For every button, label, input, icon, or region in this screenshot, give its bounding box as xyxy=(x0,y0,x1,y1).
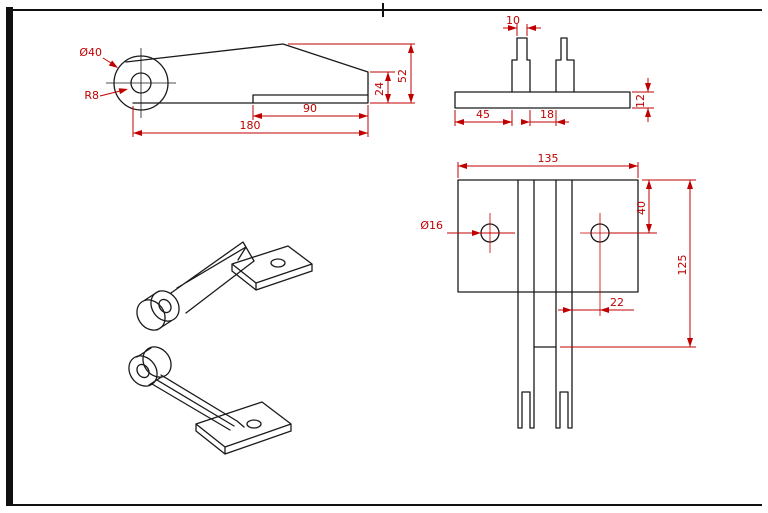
dia16-arrow xyxy=(472,230,481,236)
dim40-arrow-b xyxy=(646,224,652,233)
boss-centerlines xyxy=(106,48,176,118)
dim24-arrow-b xyxy=(385,94,391,103)
dim40-lines xyxy=(610,179,696,234)
dim52-lines xyxy=(288,43,415,104)
dim-label-12: 12 xyxy=(634,94,647,108)
iso-view-2 xyxy=(128,346,292,455)
dia40-arrow xyxy=(108,60,118,68)
dim125-arrow-t xyxy=(687,180,693,189)
dim22-arrow-r xyxy=(600,307,609,313)
dim18-arrow-l xyxy=(521,119,530,125)
dim10-arrow-r xyxy=(527,25,536,31)
dim180-lines xyxy=(132,106,368,137)
dim-label-52: 52 xyxy=(396,69,409,83)
drawing-frame xyxy=(6,3,762,506)
dim-label-r8: R8 xyxy=(84,89,99,102)
iso2-arm xyxy=(136,347,245,431)
iso1-barrel-rear xyxy=(136,299,166,331)
dim125-arrow-b xyxy=(687,338,693,347)
front-small-dimensions: 10 45 18 12 xyxy=(454,14,654,126)
dim45-lines xyxy=(454,110,513,126)
dim180-arrow-l xyxy=(133,130,142,136)
front-view-main: 135 Ø16 40 125 22 xyxy=(420,152,696,429)
dim135-arrow-l xyxy=(458,163,467,169)
dim135-arrow-r xyxy=(629,163,638,169)
dim135-lines xyxy=(457,162,639,178)
r8-arrow xyxy=(118,88,128,95)
dim18-lines xyxy=(529,110,569,126)
dim12-arrow-t xyxy=(645,83,651,92)
dim-label-45: 45 xyxy=(476,108,490,121)
dim90-arrow-l xyxy=(253,113,262,119)
dim-label-135: 135 xyxy=(538,152,559,165)
dim125-lines xyxy=(560,180,696,348)
dim52-arrow-t xyxy=(408,44,414,53)
main-plate xyxy=(457,179,639,293)
dim45-arrow-l xyxy=(455,119,464,125)
dim12-arrow-b xyxy=(645,108,651,117)
side-view: Ø40 R8 90 180 52 24 xyxy=(79,43,415,137)
dim18-arrow-r xyxy=(556,119,565,125)
prongs-outline xyxy=(511,37,575,93)
dim90-lines xyxy=(252,105,369,137)
dim-label-dia40: Ø40 xyxy=(79,46,102,59)
iso2-barrel-rear xyxy=(142,346,172,378)
dim24-arrow-t xyxy=(385,72,391,81)
iso-view-1 xyxy=(136,241,313,331)
dim-label-dia16: Ø16 xyxy=(420,219,443,232)
dim-label-125: 125 xyxy=(676,255,689,276)
dim22-arrow-l xyxy=(563,307,572,313)
base-plate xyxy=(454,91,631,109)
front-main-dimensions: 135 Ø16 40 125 22 xyxy=(420,152,696,348)
dim-label-90: 90 xyxy=(303,102,317,115)
dim180-arrow-r xyxy=(359,130,368,136)
dim40-arrow-t xyxy=(646,180,652,189)
dim45-arrow-r xyxy=(503,119,512,125)
dim90-arrow-r xyxy=(359,113,368,119)
side-view-dimensions: Ø40 R8 90 180 52 24 xyxy=(79,43,415,137)
iso2-plate-hole xyxy=(246,419,262,429)
side-profile-outline xyxy=(125,43,369,104)
iso1-barrel-bore xyxy=(158,298,172,314)
dim-label-10: 10 xyxy=(506,14,520,27)
front-view-small: 10 45 18 12 xyxy=(454,14,654,126)
dim10-lines xyxy=(503,24,541,36)
dim-label-180: 180 xyxy=(240,119,261,132)
dim-label-18: 18 xyxy=(540,108,554,121)
iso1-plate-hole xyxy=(270,258,286,268)
dim-label-22: 22 xyxy=(610,296,624,309)
dim52-arrow-b xyxy=(408,94,414,103)
iso2-base-plate xyxy=(195,401,292,455)
iso1-arm xyxy=(144,241,255,331)
iso1-base-plate xyxy=(231,245,313,291)
dim10-arrow-l xyxy=(508,25,517,31)
iso2-barrel-bore xyxy=(136,363,150,379)
dim12-lines xyxy=(632,78,654,122)
prongs-and-web-outline xyxy=(517,179,573,429)
dim-label-24: 24 xyxy=(373,82,386,96)
frame-left-bar xyxy=(6,7,13,506)
hole-centerlines xyxy=(470,213,620,316)
dim-label-40: 40 xyxy=(635,201,648,215)
